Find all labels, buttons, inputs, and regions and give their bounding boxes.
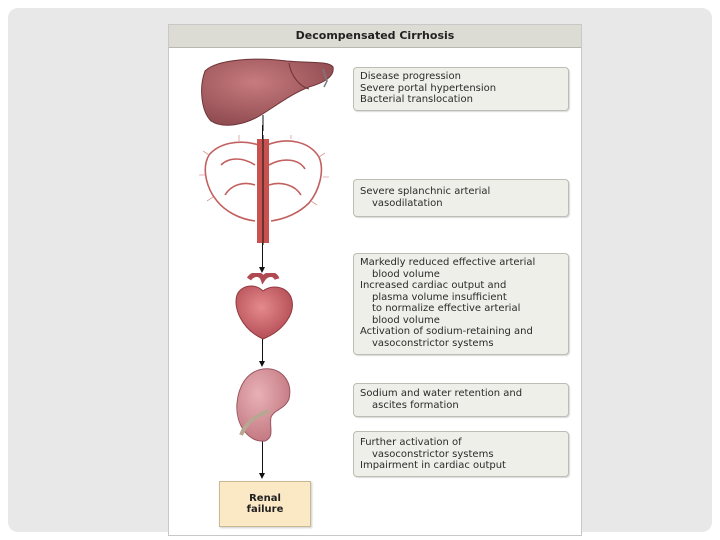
- step-reduced-arterial-volume: Markedly reduced effective arterial bloo…: [353, 253, 569, 355]
- step-text: plasma volume insufficient: [360, 292, 562, 304]
- step-text: Activation of sodium-retaining and: [360, 326, 562, 338]
- step-text: blood volume: [360, 269, 562, 281]
- step-text: vasoconstrictor systems: [360, 449, 562, 461]
- step-text: Sodium and water retention and: [360, 388, 562, 400]
- step-text: Markedly reduced effective arterial: [360, 257, 562, 269]
- step-text: blood volume: [360, 315, 562, 327]
- step-text: Further activation of: [360, 437, 562, 449]
- step-further-activation: Further activation of vasoconstrictor sy…: [353, 431, 569, 477]
- liver-icon: [197, 53, 337, 133]
- arrow-head: [259, 473, 265, 479]
- step-text: vasodilatation: [360, 198, 562, 210]
- outcome-text: Renal: [220, 493, 310, 504]
- step-text: Severe splanchnic arterial: [360, 186, 562, 198]
- step-sodium-retention: Sodium and water retention and ascites f…: [353, 383, 569, 417]
- flow-diagram: Decompensated Cirrhosis Disease progress…: [168, 24, 582, 536]
- step-text: Disease progression: [360, 71, 562, 83]
- step-text: Increased cardiac output and: [360, 280, 562, 292]
- step-text: Severe portal hypertension: [360, 83, 562, 95]
- step-text: ascites formation: [360, 400, 562, 412]
- outcome-renal-failure: Renal failure: [219, 481, 311, 527]
- step-text: to normalize effective arterial: [360, 303, 562, 315]
- kidney-icon: [229, 365, 309, 445]
- heart-icon: [227, 273, 307, 343]
- step-vasodilatation: Severe splanchnic arterial vasodilatatio…: [353, 179, 569, 217]
- step-text: Bacterial translocation: [360, 94, 562, 106]
- splanchnic-vessels-icon: [199, 135, 329, 245]
- diagram-title: Decompensated Cirrhosis: [169, 25, 581, 48]
- step-text: vasoconstrictor systems: [360, 338, 562, 350]
- outcome-text: failure: [220, 504, 310, 515]
- step-disease-progression: Disease progression Severe portal hypert…: [353, 67, 569, 111]
- step-text: Impairment in cardiac output: [360, 460, 562, 472]
